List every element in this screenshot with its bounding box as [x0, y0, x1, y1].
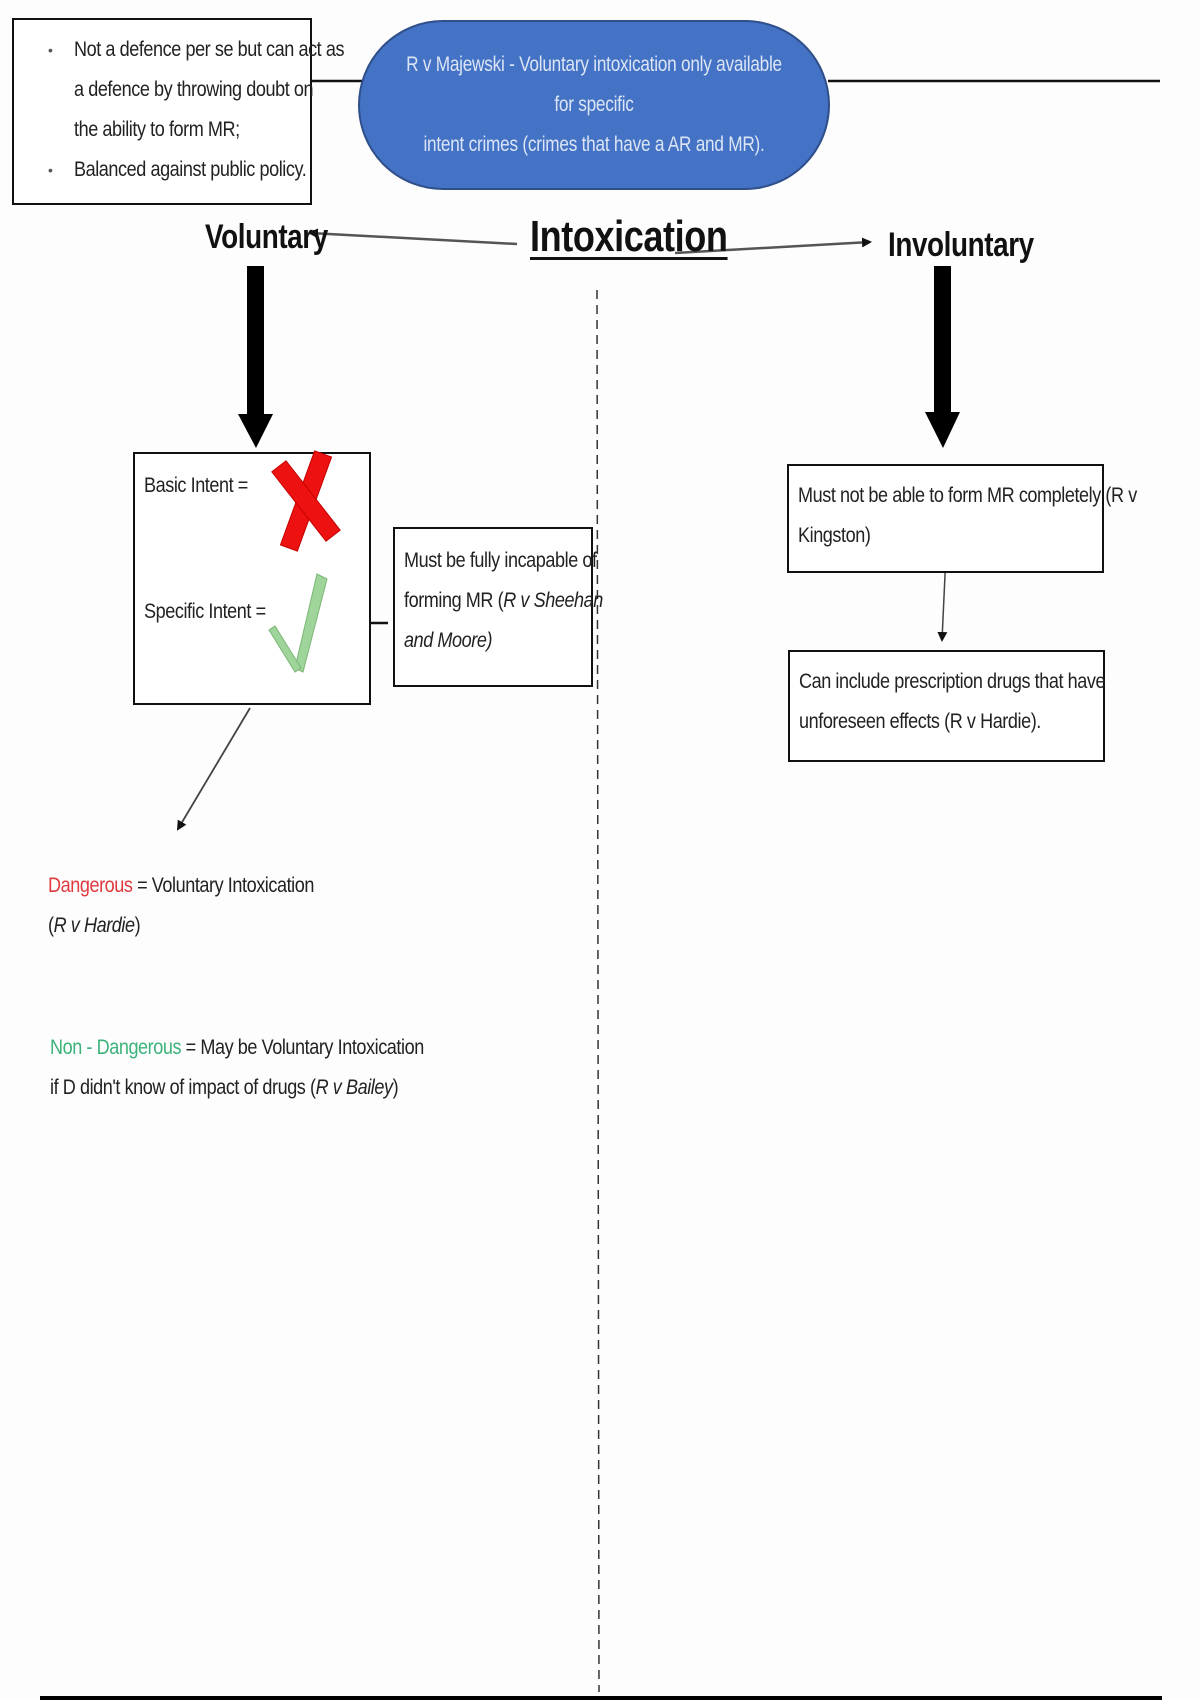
bullet-icon: • [48, 42, 53, 58]
kingston-box: Must not be able to form MR completely (… [787, 464, 1137, 573]
intro-notes-box: • Not a defence per se but can act as a … [12, 18, 345, 205]
intro-bullet-2: • Balanced against public policy. [14, 150, 310, 190]
center-dashed-divider [596, 289, 600, 1693]
thick-down-arrow-right [925, 266, 960, 448]
majewski-text: R v Majewski - Voluntary intoxication on… [406, 53, 782, 156]
hardie-box: Can include prescription drugs that have… [788, 650, 1105, 762]
heading-involuntary: Involuntary [888, 226, 1034, 264]
heading-intoxication: Intoxication [530, 212, 728, 261]
non-dangerous-note: Non - Dangerous = May be Voluntary Intox… [50, 1036, 424, 1099]
check-icon [268, 573, 328, 673]
intro-bullet-1-cont-b: the ability to form MR; [74, 118, 240, 141]
intro-bullet-list: • Not a defence per se but can act as a … [14, 20, 345, 190]
arrow-to-dangerous [176, 707, 251, 831]
dangerous-label: Dangerous [48, 874, 133, 897]
arrow-to-involuntary [674, 237, 872, 255]
bullet-icon: • [48, 162, 53, 178]
basic-intent-label: Basic Intent = [144, 474, 248, 497]
intro-bullet-1: • Not a defence per se but can act as [14, 30, 345, 70]
hardie-text: Can include prescription drugs that have… [799, 670, 1106, 733]
dangerous-note: Dangerous = Voluntary Intoxication (R v … [48, 874, 314, 937]
specific-intent-label: Specific Intent = [144, 600, 266, 623]
sheehan-box: Must be fully incapable of forming MR (R… [393, 527, 603, 687]
cross-icon [271, 450, 341, 552]
arrow-to-voluntary [308, 228, 518, 246]
thick-down-arrow-left [238, 266, 273, 448]
majewski-pill: R v Majewski - Voluntary intoxication on… [358, 20, 830, 190]
intro-bullet-1-cont-a: a defence by throwing doubt on [74, 78, 314, 101]
non-dangerous-label: Non - Dangerous [50, 1036, 182, 1059]
heading-voluntary: Voluntary [205, 218, 328, 256]
intent-box: Basic Intent = Specific Intent = [133, 450, 371, 705]
kingston-text: Must not be able to form MR completely (… [798, 484, 1137, 547]
sheehan-text: Must be fully incapable of forming MR (R… [404, 549, 603, 652]
